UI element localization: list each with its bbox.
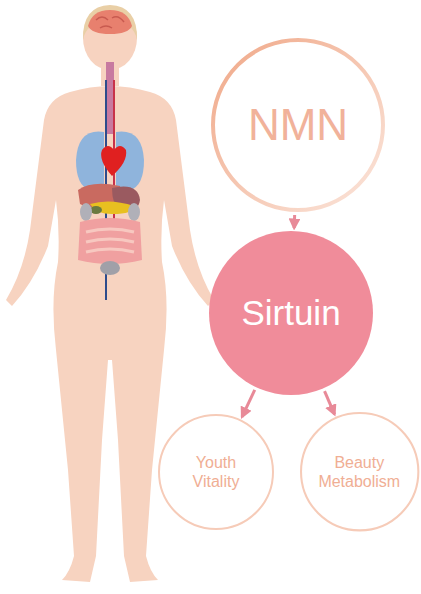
node-label: Sirtuin <box>241 292 340 334</box>
arrow-connector <box>325 391 335 414</box>
circle-shape <box>158 414 274 530</box>
node-label: NMN <box>248 99 348 152</box>
outline-circle: Beauty Metabolism <box>300 412 419 531</box>
circle-shape <box>300 412 419 531</box>
node-label: Beauty Metabolism <box>311 453 407 491</box>
outline-circle: Youth Vitality <box>158 414 274 530</box>
filled-circle: Sirtuin <box>209 231 373 395</box>
node-label: Youth Vitality <box>184 453 248 491</box>
arrow-connector <box>242 390 255 417</box>
arrow-connector <box>293 215 296 228</box>
outline-circle: NMN <box>211 38 385 212</box>
